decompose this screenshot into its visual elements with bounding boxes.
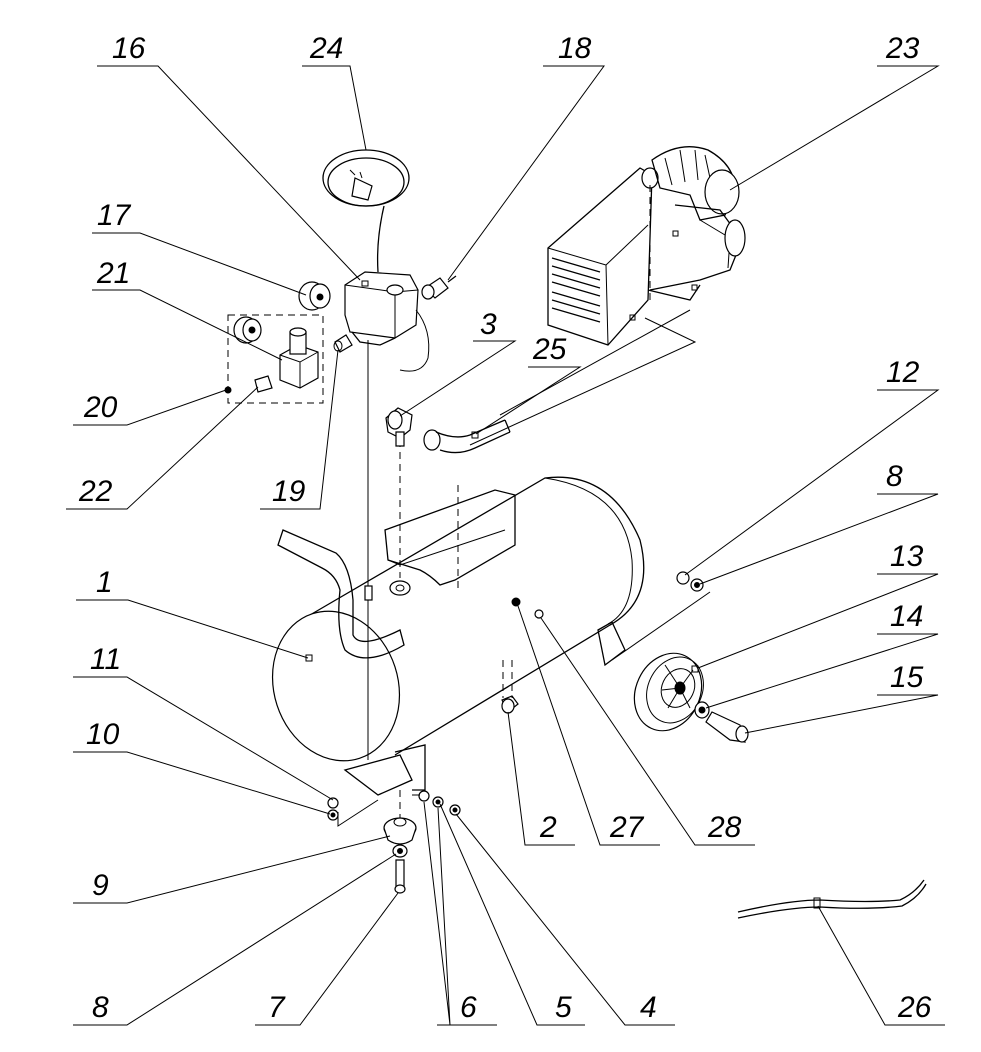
callout-27: 27 <box>609 811 645 844</box>
check-valve <box>385 407 413 447</box>
callout-21: 21 <box>96 257 130 290</box>
callout-9: 9 <box>92 869 109 902</box>
cable-gland <box>421 275 457 300</box>
flexible-hose <box>737 879 927 919</box>
callout-3: 3 <box>480 308 497 341</box>
callout-26: 26 <box>897 991 932 1024</box>
callout-16: 16 <box>112 32 146 65</box>
foot-bracket <box>343 585 426 796</box>
callout-19: 19 <box>272 475 306 508</box>
callout-7: 7 <box>268 991 286 1024</box>
callout-24: 24 <box>309 32 343 65</box>
tank-fitting <box>389 440 411 596</box>
callout-17: 17 <box>97 199 132 232</box>
callout-13: 13 <box>890 540 924 573</box>
callout-11: 11 <box>90 643 121 676</box>
power-cord <box>322 149 410 273</box>
pump-mount-bracket <box>384 485 516 590</box>
unloader-valve-group <box>224 314 324 404</box>
callout-labels: 16 24 18 23 17 21 3 25 20 22 19 12 8 13 … <box>78 32 932 1024</box>
callout-14: 14 <box>890 600 923 633</box>
callout-10: 10 <box>86 718 120 751</box>
foot-washer <box>392 844 408 858</box>
wheel-nuts <box>611 571 711 661</box>
wheel-washer <box>694 701 710 719</box>
callout-1: 1 <box>96 566 113 599</box>
switch-cap <box>298 281 331 311</box>
callout-5: 5 <box>555 991 572 1024</box>
rubber-foot <box>383 817 417 845</box>
callout-28: 28 <box>707 811 742 844</box>
drain-valve <box>501 660 519 714</box>
callout-2: 2 <box>539 811 557 844</box>
compressor-pump-motor <box>469 146 746 446</box>
callout-8-upper: 8 <box>886 460 903 493</box>
foot-nuts <box>327 797 379 827</box>
delivery-hose <box>423 419 511 454</box>
callout-4: 4 <box>640 991 657 1024</box>
foot-screws <box>412 790 461 816</box>
callout-6: 6 <box>460 991 477 1024</box>
nut-27 <box>511 597 521 607</box>
callout-15: 15 <box>890 661 924 694</box>
foot-bolt <box>394 790 406 894</box>
callout-25: 25 <box>532 333 567 366</box>
callout-8-lower: 8 <box>92 991 109 1024</box>
callout-12: 12 <box>886 356 920 389</box>
axle-handle <box>705 711 749 743</box>
connector-19 <box>333 334 353 353</box>
air-tank <box>271 476 645 762</box>
callout-22: 22 <box>78 475 113 508</box>
callout-23: 23 <box>885 32 920 65</box>
callout-20: 20 <box>83 391 118 424</box>
wheel-bracket <box>597 621 626 667</box>
leader-lines <box>66 65 945 1026</box>
wheel <box>633 652 704 732</box>
pressure-switch <box>344 271 430 586</box>
bolt-28 <box>534 609 544 619</box>
callout-18: 18 <box>558 32 592 65</box>
tank-handle <box>277 529 405 659</box>
